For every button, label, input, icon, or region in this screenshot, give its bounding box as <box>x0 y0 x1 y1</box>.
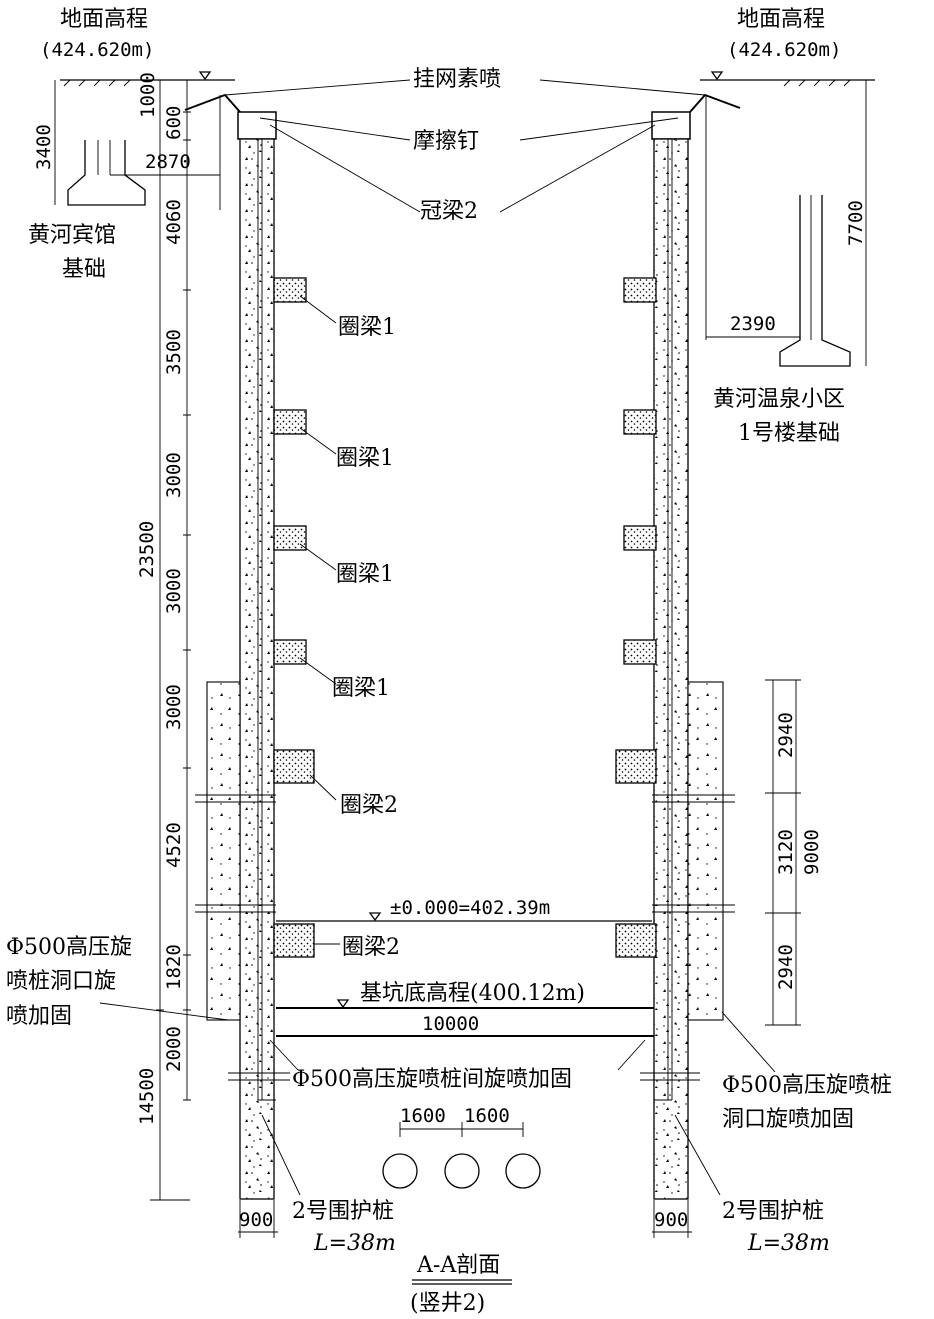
crown-beam-label: 冠梁2 <box>420 199 478 224</box>
dim-1820: 1820 <box>163 944 185 990</box>
leader-lines <box>99 79 776 1285</box>
dim-2390: 2390 <box>730 313 776 335</box>
dim-1600: 1600 <box>400 1105 446 1127</box>
friction-nail-label: 摩擦钉 <box>413 129 479 154</box>
dim-4060: 4060 <box>163 199 185 245</box>
pile-right-label: 2号围护桩 <box>722 1199 824 1224</box>
ring-beams <box>273 277 657 958</box>
jet-left-label-2: 喷桩洞口旋 <box>6 969 116 994</box>
dim-3000: 3000 <box>163 452 185 498</box>
jet-between-label: Φ500高压旋喷桩间旋喷加固 <box>292 1067 572 1092</box>
ground-right-label: 地面高程 <box>737 7 825 32</box>
hotel-foundation-label: 黄河宾馆 <box>28 223 116 248</box>
right-retaining-pile <box>651 111 724 1200</box>
dim-3500: 3500 <box>163 329 185 375</box>
hotel-foundation <box>67 140 146 206</box>
dim-9000: 9000 <box>801 829 823 875</box>
dim-2870: 2870 <box>145 151 191 173</box>
ring-beam-label: 圈梁2 <box>340 793 398 818</box>
jet-grout-piles <box>382 1122 541 1189</box>
dimension-lines <box>54 79 867 1238</box>
dim-23500: 23500 <box>136 521 158 578</box>
dim-3000: 3000 <box>163 568 185 614</box>
pit-bottom-label: 基坑底高程(400.12m) <box>360 981 585 1006</box>
dim-14500: 14500 <box>136 1068 158 1125</box>
ring-beam-label: 圈梁1 <box>336 446 394 471</box>
dim-3400: 3400 <box>33 124 55 170</box>
ground-right-elev: (424.620m) <box>727 39 841 61</box>
mesh-spray-label: 挂网素喷 <box>413 67 501 92</box>
dim-2940: 2940 <box>775 944 797 990</box>
section-title: A-A剖面 <box>416 1253 500 1278</box>
text-labels: 地面高程 (424.620m) 地面高程 (424.620m) 挂网素喷 摩擦钉… <box>6 7 892 1316</box>
residential-label: 黄河温泉小区 <box>713 387 845 412</box>
jet-left-label-3: 喷加固 <box>6 1004 72 1029</box>
hotel-foundation-label-2: 基础 <box>62 257 106 282</box>
jet-right-label: Φ500高压旋喷桩 <box>722 1073 892 1098</box>
zero-level-label: ±0.000=402.39m <box>390 897 550 919</box>
residential-label-2: 1号楼基础 <box>738 421 840 446</box>
dim-2000: 2000 <box>163 1026 185 1072</box>
pile-left-label: 2号围护桩 <box>292 1199 394 1224</box>
ring-beam-label: 圈梁2 <box>342 935 400 960</box>
dim-3120: 3120 <box>775 829 797 875</box>
dim-1600: 1600 <box>464 1105 510 1127</box>
dim-4520: 4520 <box>163 822 185 868</box>
dim-900-left: 900 <box>239 1209 273 1231</box>
dimension-text: 1000 600 3400 2870 4060 3500 3000 3000 3… <box>33 72 867 1231</box>
left-retaining-pile <box>206 111 277 1200</box>
dim-2940: 2940 <box>775 712 797 758</box>
dim-1000: 1000 <box>137 72 159 118</box>
dim-900-right: 900 <box>654 1209 688 1231</box>
dim-600: 600 <box>163 106 185 140</box>
jet-right-label-2: 洞口旋喷加固 <box>722 1107 854 1132</box>
residential-foundation <box>779 195 851 367</box>
dim-7700: 7700 <box>845 200 867 246</box>
pile-left-length: L=38m <box>313 1231 396 1256</box>
dim-3000: 3000 <box>163 684 185 730</box>
ground-left-label: 地面高程 <box>60 7 148 32</box>
pile-right-length: L=38m <box>747 1231 830 1256</box>
ground-left-elev: (424.620m) <box>40 39 154 61</box>
ring-beam-label: 圈梁1 <box>338 315 396 340</box>
jet-left-label: Φ500高压旋 <box>6 935 132 960</box>
section-subtitle: (竖井2) <box>410 1291 485 1316</box>
dim-10000: 10000 <box>422 1013 479 1035</box>
ring-beam-label: 圈梁1 <box>336 562 394 587</box>
ring-beam-label: 圈梁1 <box>332 676 390 701</box>
